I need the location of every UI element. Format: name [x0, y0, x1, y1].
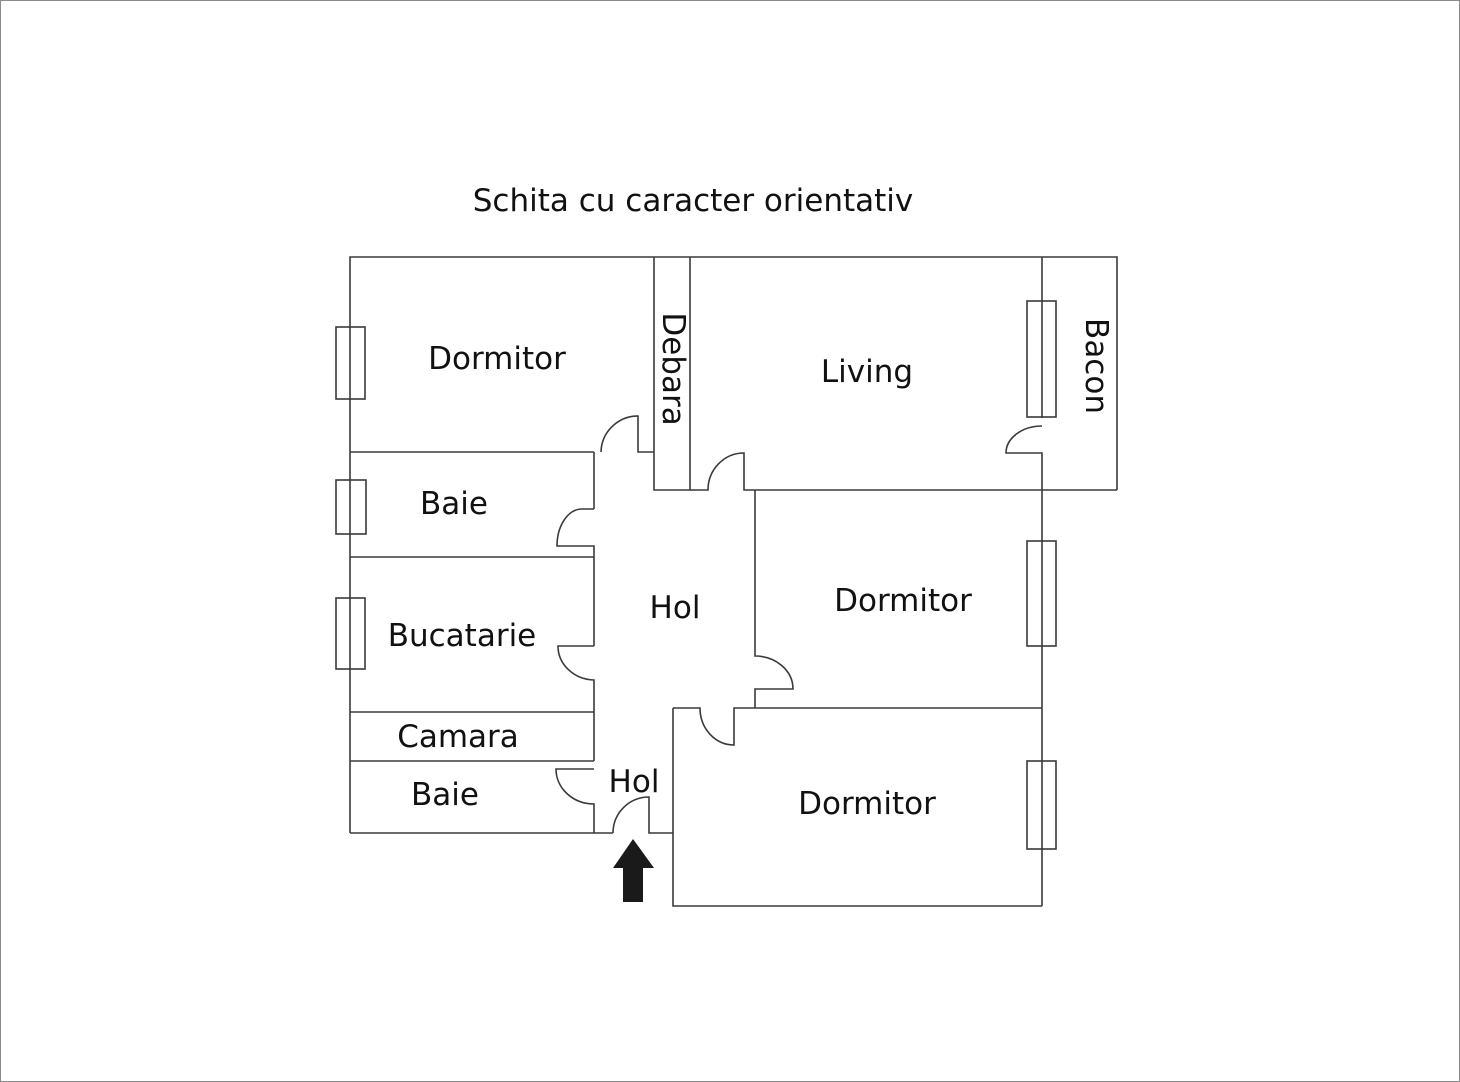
- plan-title: Schita cu caracter orientativ: [473, 183, 914, 219]
- room-label-balcon: Bacon: [1078, 318, 1114, 414]
- arrow-up-icon: [613, 839, 654, 902]
- room-label-hol: Hol: [650, 590, 701, 626]
- room-label-baie: Baie: [411, 777, 479, 813]
- room-label-dormitor: Dormitor: [834, 583, 972, 619]
- windows: [335, 300, 1057, 850]
- room-label-hol: Hol: [609, 764, 660, 800]
- room-label-bucatarie: Bucatarie: [388, 618, 537, 654]
- window: [1026, 300, 1057, 418]
- room-label-camara: Camara: [397, 719, 519, 755]
- room-label-living: Living: [821, 354, 913, 390]
- window: [335, 597, 366, 670]
- window: [1026, 540, 1057, 647]
- room-label-baie: Baie: [420, 486, 488, 522]
- room-label-debara: Debara: [655, 312, 691, 425]
- window: [335, 326, 366, 400]
- room-label-dormitor: Dormitor: [428, 341, 566, 377]
- window: [1026, 760, 1057, 850]
- window: [335, 479, 367, 535]
- room-label-dormitor: Dormitor: [798, 786, 936, 822]
- walls: [349, 256, 1118, 907]
